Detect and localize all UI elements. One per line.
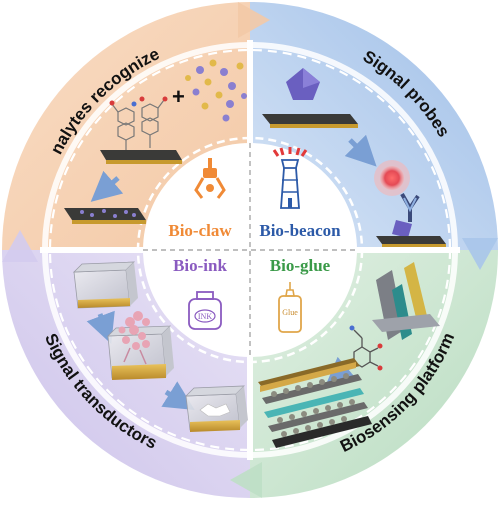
outer-dashed-ring [48, 48, 452, 452]
flow-arrow-analytes [90, 170, 124, 202]
stack-particles [271, 373, 355, 437]
glue-bottle-icon: Glue [278, 282, 302, 333]
center-label-ink: Bio-ink [173, 256, 227, 275]
ring-arrow-tip-top [238, 2, 270, 38]
analytes-illustration: + [64, 59, 247, 224]
center-circle [143, 143, 357, 357]
ring-arrow-tip-right [462, 238, 498, 270]
flow-arrow-transduct-1 [86, 310, 115, 345]
ink-bottle-label: INK [198, 312, 212, 321]
glue-molecule [353, 329, 379, 368]
center-label-glue: Bio-glue [270, 256, 331, 275]
inner-dashed-ring [136, 136, 364, 364]
substrate-plate-top [100, 150, 182, 160]
glue-bottle-label: Glue [282, 308, 298, 317]
red-probe [380, 166, 404, 190]
ring-arrow-tip-bottom [230, 462, 262, 498]
plus-sign: + [172, 84, 185, 109]
ink-bottle-icon: INK [188, 291, 222, 330]
ring-arrow-tip-left [2, 230, 38, 262]
transductors-illustration [72, 261, 248, 432]
flow-arrow-transduct-2 [161, 381, 195, 410]
flow-arrow-signal [344, 134, 377, 167]
claw-icon [194, 158, 226, 199]
lighthouse-icon [272, 147, 308, 209]
pink-molecule [118, 311, 150, 350]
center-label-beacon: Bio-beacon [259, 221, 341, 240]
analyte-particles [185, 59, 247, 122]
center-label-claw: Bio-claw [168, 221, 232, 240]
signal-probes-illustration [262, 68, 446, 247]
recognizer-molecules [111, 99, 165, 150]
platform-illustration [258, 262, 440, 448]
